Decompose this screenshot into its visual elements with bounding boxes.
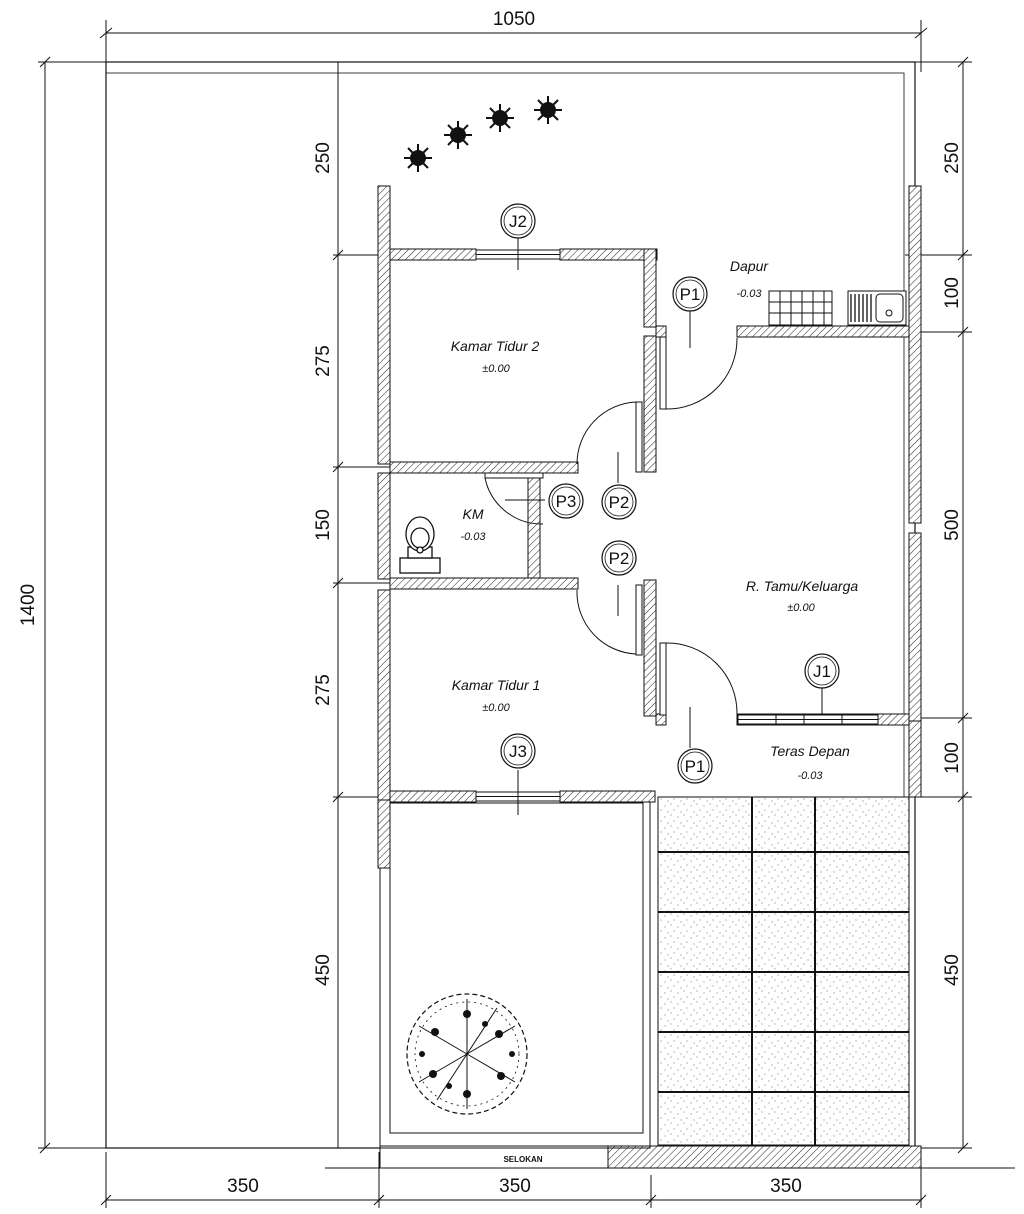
room-name: KM [463, 506, 484, 522]
room-name: Kamar Tidur 1 [452, 677, 541, 693]
right-segment-dimensions: 250 100 500 100 450 [905, 56, 972, 1154]
dim-right-250: 250 [942, 142, 963, 174]
dim-left-450: 450 [313, 954, 334, 986]
tag-p1-bottom: P1 [677, 748, 713, 784]
svg-text:P1: P1 [685, 757, 706, 776]
sink-icon [847, 290, 907, 326]
dim-bottom-2: 350 [499, 1176, 531, 1197]
door-p1-top [659, 310, 738, 410]
tag-p2-upper: P2 [601, 484, 637, 520]
tag-p3: P3 [548, 483, 584, 519]
door-p1-bottom [659, 642, 738, 748]
door-p2-lower [576, 584, 643, 656]
tag-j2: J2 [500, 203, 536, 239]
dim-bottom-1: 350 [227, 1176, 259, 1197]
room-kamar-tidur-1: Kamar Tidur 1 ±0.00 [452, 677, 541, 714]
shrub-icons [404, 96, 562, 172]
window-j1 [737, 687, 879, 725]
room-name: R. Tamu/Keluarga [746, 578, 859, 594]
kitchen-counter [768, 290, 833, 326]
selokan-label: SELOKAN [503, 1155, 542, 1164]
tag-p1-top: P1 [672, 276, 708, 312]
tag-p2-lower: P2 [601, 540, 637, 576]
room-level: ±0.00 [787, 602, 815, 614]
tag-j3: J3 [500, 733, 536, 769]
room-level: ±0.00 [482, 702, 510, 714]
left-segment-dimensions: 250 275 150 275 450 [313, 62, 390, 1148]
room-dapur: Dapur -0.03 [730, 258, 769, 300]
dim-left-total: 1400 [18, 584, 39, 626]
svg-text:J3: J3 [509, 742, 527, 761]
room-level: -0.03 [797, 770, 823, 782]
svg-text:P2: P2 [609, 549, 630, 568]
tree-icon [406, 993, 528, 1115]
dim-left-150: 150 [313, 509, 334, 541]
dim-right-100-bottom: 100 [942, 742, 963, 774]
dim-left-250: 250 [313, 142, 334, 174]
room-ruang-tamu: R. Tamu/Keluarga ±0.00 [746, 578, 859, 614]
room-teras-depan: Teras Depan -0.03 [770, 743, 850, 782]
dim-left-275-top: 275 [313, 345, 334, 377]
toilet-icon [399, 516, 441, 574]
garden-outline [379, 796, 651, 1149]
paving-area [657, 796, 910, 1146]
dim-left-275-bottom: 275 [313, 674, 334, 706]
room-name: Teras Depan [770, 743, 850, 759]
svg-text:P3: P3 [556, 492, 577, 511]
bottom-dimensions: 350 350 350 [100, 1152, 927, 1208]
svg-text:J1: J1 [813, 662, 831, 681]
dim-top-total: 1050 [493, 9, 535, 30]
left-total-dimension: 1400 [18, 56, 110, 1154]
room-level: -0.03 [460, 531, 486, 543]
door-p2-upper [576, 401, 643, 483]
gutter-selokan: SELOKAN [379, 1145, 922, 1169]
top-dimension: 1050 [99, 9, 928, 72]
room-kamar-tidur-2: Kamar Tidur 2 ±0.00 [451, 338, 540, 375]
dim-bottom-3: 350 [770, 1176, 802, 1197]
dim-right-450: 450 [942, 954, 963, 986]
dim-right-100-top: 100 [942, 277, 963, 309]
window-j3 [475, 770, 561, 815]
svg-text:P2: P2 [609, 493, 630, 512]
svg-text:P1: P1 [680, 285, 701, 304]
walls [377, 185, 922, 869]
room-name: Dapur [730, 258, 769, 274]
window-j2 [475, 237, 561, 270]
dim-right-500: 500 [942, 509, 963, 541]
room-level: -0.03 [736, 288, 762, 300]
door-p3 [484, 472, 545, 525]
tag-j1: J1 [804, 653, 840, 689]
room-level: ±0.00 [482, 363, 510, 375]
room-name: Kamar Tidur 2 [451, 338, 540, 354]
svg-text:J2: J2 [509, 212, 527, 231]
room-km: KM -0.03 [460, 506, 486, 543]
